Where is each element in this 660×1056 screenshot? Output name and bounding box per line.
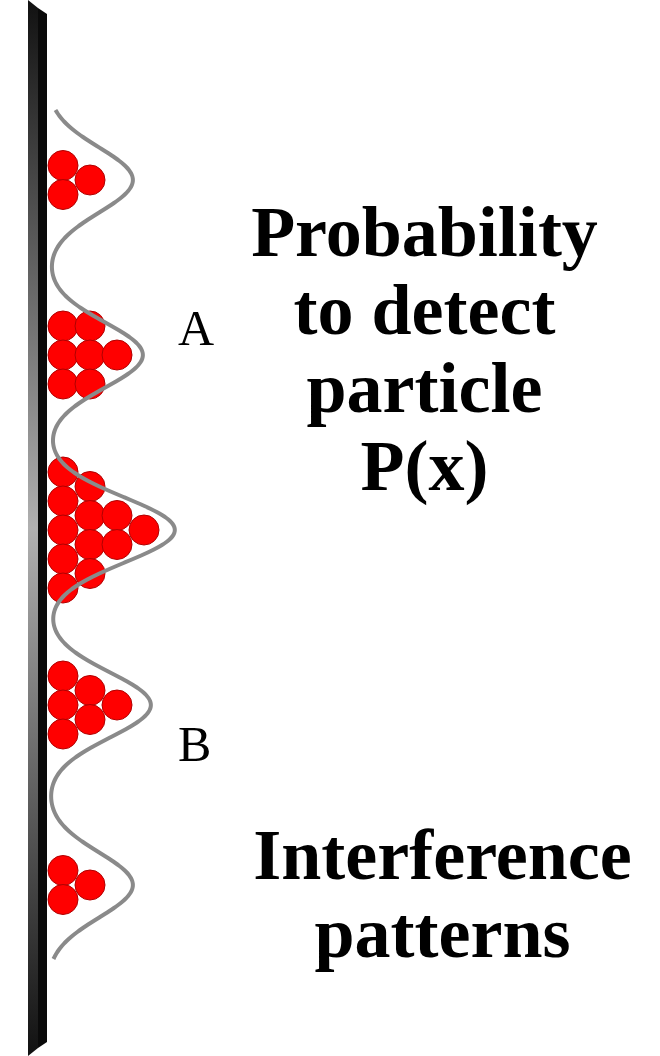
particle-dot	[48, 719, 78, 749]
particle-dot	[102, 530, 132, 560]
particle-dot	[48, 690, 78, 720]
particle-dot	[48, 661, 78, 691]
screen-edge	[28, 0, 38, 1056]
particle-dot	[48, 311, 78, 341]
particle-dot	[48, 369, 78, 399]
particle-dot	[75, 870, 105, 900]
particle-dot	[48, 486, 78, 516]
point-label: B	[178, 716, 211, 772]
particle-dot	[102, 501, 132, 531]
particle-hits	[48, 151, 159, 915]
interference-heading: Interference patterns	[240, 816, 645, 972]
particle-dot	[129, 515, 159, 545]
particle-dot	[75, 165, 105, 195]
particle-dot	[102, 690, 132, 720]
particle-dot	[75, 705, 105, 735]
particle-dot	[48, 544, 78, 574]
particle-dot	[102, 340, 132, 370]
particle-dot	[48, 340, 78, 370]
particle-dot	[48, 151, 78, 181]
particle-dot	[75, 530, 105, 560]
point-label: A	[178, 300, 214, 356]
particle-dot	[75, 501, 105, 531]
particle-dot	[48, 856, 78, 886]
particle-dot	[48, 885, 78, 915]
particle-dot	[75, 340, 105, 370]
particle-dot	[75, 676, 105, 706]
probability-heading: Probability to detect particle P(x)	[242, 193, 607, 505]
detector-screen	[38, 8, 47, 1048]
particle-dot	[48, 180, 78, 210]
particle-dot	[48, 515, 78, 545]
probability-curve	[51, 110, 175, 959]
